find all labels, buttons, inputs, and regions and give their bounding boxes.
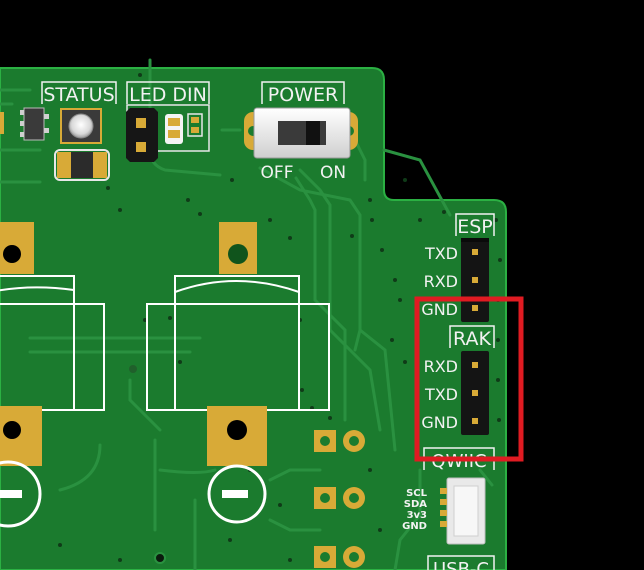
rak-label: RAK [453, 328, 491, 350]
status-led [54, 108, 110, 181]
qwiic-scl-label: SCL [406, 488, 428, 499]
esp-txd-label: TXD [424, 244, 458, 263]
copper-traces [0, 58, 494, 570]
test-pads [314, 430, 365, 568]
qwiic-gnd-label: GND [402, 521, 427, 532]
power-label: POWER [268, 84, 338, 106]
esp-gnd-label: GND [421, 300, 458, 319]
rak-gnd-label: GND [421, 413, 458, 432]
terminal-pads-middle [207, 222, 267, 524]
power-switch [244, 107, 358, 159]
left-smd-components [0, 107, 49, 141]
pcb-board [0, 67, 507, 570]
highlight-box [414, 296, 524, 462]
power-on-label: ON [320, 163, 346, 183]
terminal-pads-left [0, 222, 42, 528]
rak-header [461, 351, 489, 435]
qwiic-sda-label: SDA [404, 499, 428, 510]
led-din-label: LED DIN [129, 84, 207, 106]
rak-rxd-label: RXD [424, 357, 458, 376]
esp-header [461, 238, 489, 322]
qwiic-3v3-label: 3v3 [407, 510, 427, 521]
rak-txd-label: TXD [424, 385, 458, 404]
led-din-jumper [126, 104, 210, 162]
esp-rxd-label: RXD [424, 272, 458, 291]
esp-label: ESP [457, 216, 493, 238]
power-off-label: OFF [261, 163, 294, 183]
status-label: STATUS [43, 84, 114, 106]
usbc-label: USB-C [433, 559, 489, 570]
qwiic-connector [440, 477, 486, 545]
